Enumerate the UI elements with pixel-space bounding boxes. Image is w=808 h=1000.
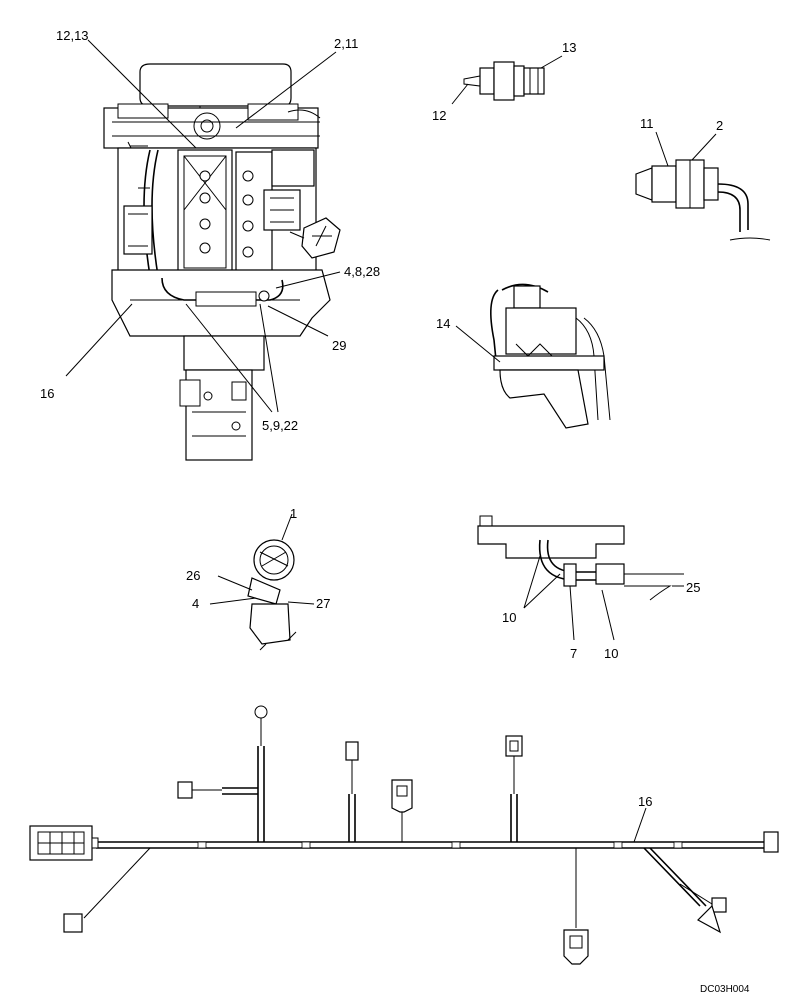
bracket-detail bbox=[455, 283, 611, 429]
callout-14: 14 bbox=[436, 316, 450, 331]
pipe-connector-detail bbox=[477, 515, 684, 641]
drawing-code: DC03H004 bbox=[700, 984, 750, 995]
callout-4: 4 bbox=[192, 596, 199, 611]
callout-13: 13 bbox=[562, 40, 576, 55]
callout-25: 25 bbox=[686, 580, 700, 595]
callout-11: 11 bbox=[640, 116, 654, 131]
callout-10-left: 10 bbox=[502, 610, 516, 625]
callout-12-13: 12,13 bbox=[56, 28, 89, 43]
engine-leaders bbox=[65, 39, 341, 413]
wire-harness bbox=[29, 705, 779, 965]
callout-16-engine: 16 bbox=[40, 386, 54, 401]
callout-1: 1 bbox=[290, 506, 297, 521]
callout-12: 12 bbox=[432, 108, 446, 123]
temperature-sensor-detail bbox=[635, 131, 771, 241]
callout-16-harness: 16 bbox=[638, 794, 652, 809]
clamp-detail bbox=[209, 513, 315, 651]
callout-29: 29 bbox=[332, 338, 346, 353]
callout-5-9-22: 5,9,22 bbox=[262, 418, 298, 433]
callout-27: 27 bbox=[316, 596, 330, 611]
callout-10-right: 10 bbox=[604, 646, 618, 661]
pressure-sensor-detail bbox=[451, 55, 563, 105]
callout-4-8-28: 4,8,28 bbox=[344, 264, 380, 279]
engine-assembly bbox=[103, 63, 341, 461]
callout-2: 2 bbox=[716, 118, 723, 133]
callout-7: 7 bbox=[570, 646, 577, 661]
callout-26: 26 bbox=[186, 568, 200, 583]
callout-2-11: 2,11 bbox=[334, 36, 358, 51]
